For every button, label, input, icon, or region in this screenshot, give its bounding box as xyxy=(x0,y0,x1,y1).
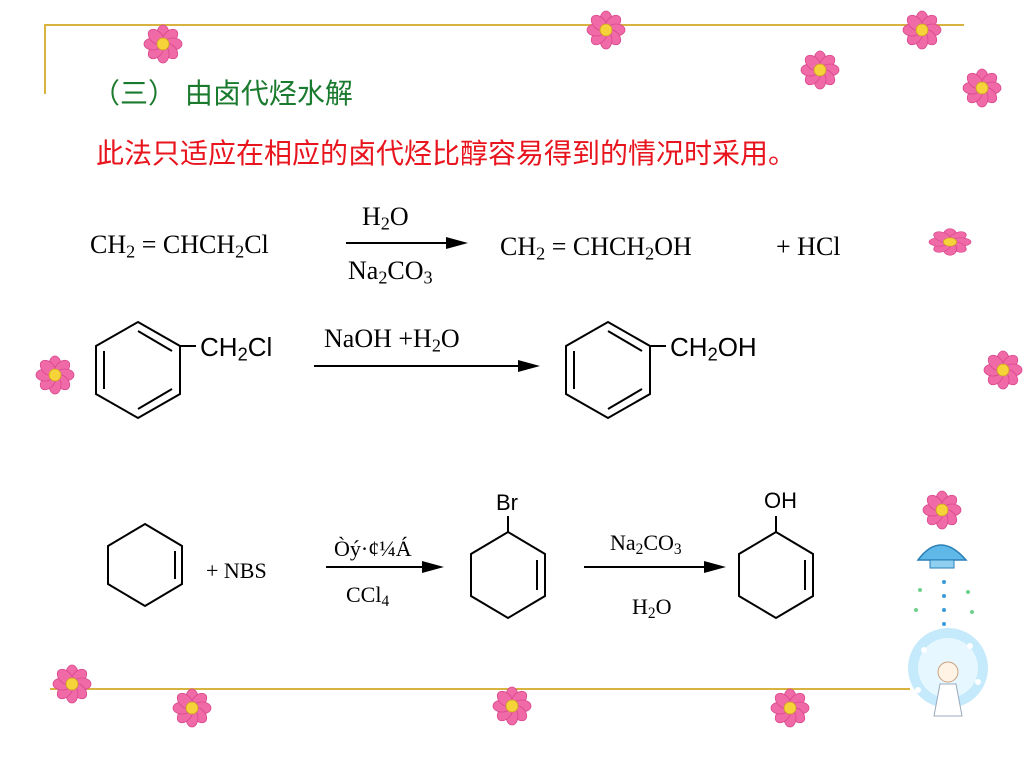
cyclohexenol-ring xyxy=(738,516,814,620)
pink-flower-icon xyxy=(922,490,962,530)
reaction3-hydroxy-group: OH xyxy=(764,488,797,513)
reaction3-bromo-group: Br xyxy=(496,490,518,515)
reaction1-reactant: CH2 = CHCH2Cl xyxy=(90,230,269,262)
reaction3-arrow-2 xyxy=(584,561,726,573)
reaction1-byproduct: + HCl xyxy=(776,232,841,261)
reaction1-arrow xyxy=(346,237,468,249)
benzene-ring-reactant xyxy=(95,320,196,420)
reaction3-condition-top: Òý·¢¼Á xyxy=(334,536,412,561)
reaction2-arrow xyxy=(314,360,540,372)
frame-top-line xyxy=(44,24,964,26)
reaction3-reagent-top: Na2CO3 xyxy=(610,530,682,558)
bromocyclohexene-ring xyxy=(470,516,546,620)
reaction1-product: CH2 = CHCH2OH xyxy=(500,232,692,264)
cyclohexene-ring xyxy=(107,522,183,608)
pink-flower-icon xyxy=(586,10,626,50)
reaction3-plus-nbs: + NBS xyxy=(206,558,267,583)
pink-flower-icon xyxy=(902,10,942,50)
benzene-ring-product xyxy=(565,320,666,420)
reaction2-reactant-group: CH2Cl xyxy=(200,332,273,365)
pink-flower-icon xyxy=(492,686,532,726)
pink-flower-icon xyxy=(770,688,810,728)
reaction2-product-group: CH2OH xyxy=(670,332,757,365)
reaction3-arrow-1 xyxy=(326,561,444,573)
pink-flower-icon xyxy=(35,355,75,395)
pink-flower-icon xyxy=(143,24,183,64)
pink-flower-icon xyxy=(983,350,1023,390)
pink-flower-icon xyxy=(800,50,840,90)
angel-sparkle-icon xyxy=(908,544,988,717)
method-note: 此法只适应在相应的卤代烃比醇容易得到的情况时采用。 xyxy=(96,137,797,170)
reaction1-reagent-top: H2O xyxy=(362,202,409,234)
section-heading: （三） 由卤代烃水解 xyxy=(92,77,353,110)
pink-flower-icon xyxy=(172,688,212,728)
pink-flower-icon xyxy=(928,228,972,256)
frame-left-line xyxy=(44,24,46,94)
pink-flower-icon xyxy=(962,68,1002,108)
reaction3-condition-bottom: CCl4 xyxy=(346,582,390,610)
reaction3-reagent-bottom: H2O xyxy=(632,594,672,622)
reaction1-reagent-bottom: Na2CO3 xyxy=(348,256,433,288)
reaction2-reagent: NaOH +H2O xyxy=(324,324,460,356)
pink-flower-icon xyxy=(52,664,92,704)
frame-bottom-line xyxy=(50,688,910,690)
